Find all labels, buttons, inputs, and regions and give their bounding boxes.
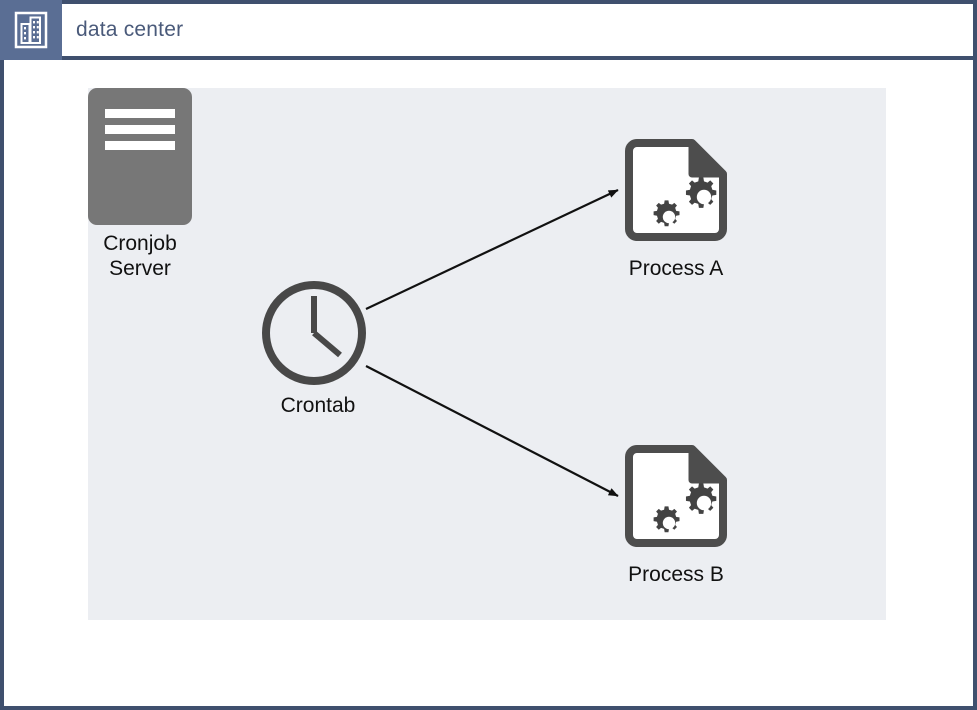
node-process-b[interactable]: Process B (620, 440, 732, 586)
node-label-process-b: Process B (628, 563, 724, 586)
node-process-a[interactable]: Process A (620, 134, 732, 280)
server-icon (88, 88, 192, 225)
server-slot-2 (105, 125, 175, 134)
node-cronjob-server[interactable]: Cronjob Server (88, 88, 192, 280)
server-slot-3 (105, 141, 175, 150)
node-label-process-a: Process A (628, 257, 724, 280)
server-slot-1 (105, 109, 175, 118)
node-crontab[interactable]: Crontab (262, 281, 374, 417)
data-center-tab[interactable] (0, 0, 62, 60)
container-title: data center (76, 18, 184, 41)
building-icon (14, 11, 48, 49)
process-document-icon (625, 445, 727, 547)
header-divider (62, 56, 973, 60)
process-document-icon (625, 139, 727, 241)
node-label-crontab: Crontab (280, 394, 356, 417)
clock-icon (262, 281, 366, 385)
data-center-group (88, 88, 886, 620)
node-label-cronjob-server: Cronjob Server (103, 232, 177, 280)
